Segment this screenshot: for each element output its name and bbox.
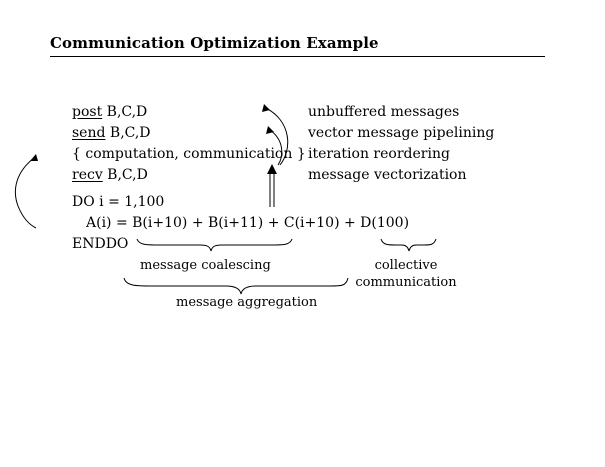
code-line-compute: { computation, communication } [72,146,306,162]
note-vectorization: message vectorization [308,167,467,183]
code-line-recv: recv B,C,D [72,168,148,182]
post-args: B,C,D [102,104,148,120]
recv-keyword: recv [72,167,103,183]
code-line-do: DO i = 1,100 [72,194,165,210]
arrowhead-double [267,164,277,174]
brace-collective [380,238,437,252]
brace-aggregation [123,277,349,295]
send-keyword: send [72,125,106,141]
label-aggregation: message aggregation [176,295,318,310]
left-bracket [14,157,37,229]
arrowhead-outer [262,104,270,112]
code-line-post: post B,C,D [72,105,147,119]
code-line-send: send B,C,D [72,126,151,140]
label-coalescing: message coalescing [140,258,271,273]
note-unbuffered: unbuffered messages [308,104,460,120]
code-line-assign: A(i) = B(i+10) + B(i+11) + C(i+10) + D(1… [86,215,410,231]
note-reordering: iteration reordering [308,146,450,162]
label-collective: collective [374,258,438,273]
brace-coalescing [136,238,293,252]
code-line-enddo: ENDDO [72,236,129,252]
page-title: Communication Optimization Example [50,34,379,52]
arrowhead-inner [266,126,274,134]
label-communication: communication [355,275,457,290]
note-pipelining: vector message pipelining [308,125,495,141]
arrowhead-left-bracket [30,154,38,161]
send-args: B,C,D [105,125,151,141]
title-rule [50,56,545,57]
recv-args: B,C,D [102,167,148,183]
post-keyword: post [72,104,103,120]
